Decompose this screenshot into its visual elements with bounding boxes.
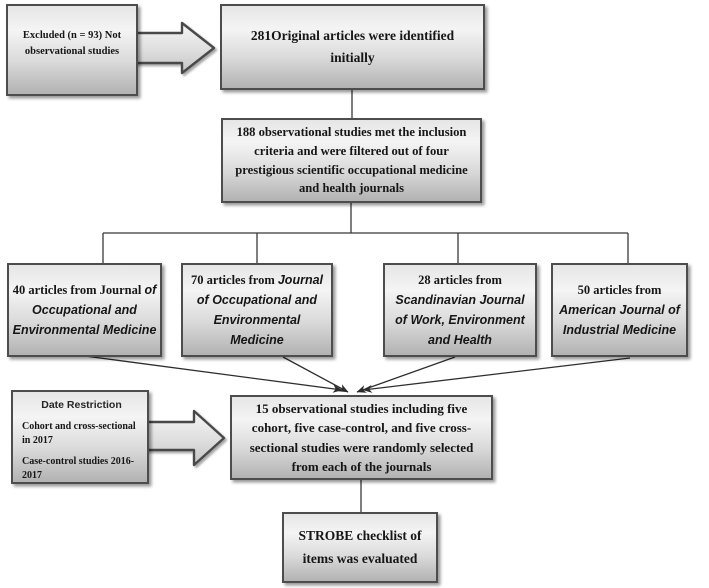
excluded-block-arrow-icon — [132, 21, 216, 75]
journal-box-joem-70: 70 articles from Journal of Occupational… — [181, 263, 333, 357]
strobe-box: STROBE checklist of items was evaluated — [282, 512, 438, 583]
journal-name-text: of Occupational and Environmental Medici… — [12, 282, 157, 338]
identified-text: 281Original articles were identified ini… — [250, 28, 455, 65]
journal-name-text: Scandinavian Journal of Work, Environmen… — [395, 292, 525, 348]
journal-name-text: American Journal of Industrial Medicine — [559, 302, 680, 338]
arrow-journal3-to-selected — [356, 356, 456, 393]
journal-count-text: 40 articles from Journal — [12, 282, 145, 297]
convergence-arrows — [84, 355, 631, 393]
date-restriction-title: Date Restriction — [41, 399, 122, 411]
date-restriction-line2: Case-control studies 2016-2017 — [22, 456, 135, 481]
journal-count-text: 70 articles from — [190, 272, 278, 287]
journal-box-text: 50 articles from American Journal of Ind… — [556, 280, 683, 341]
journal-box-text: 40 articles from Journal of Occupational… — [12, 280, 157, 341]
journal-name-text: Journal of Occupational and Environmenta… — [196, 272, 324, 348]
arrow-journal2-to-selected — [282, 356, 349, 393]
selected-box: 15 observational studies including five … — [230, 395, 493, 480]
filtered-box: 188 observational studies met the inclus… — [221, 118, 482, 203]
filtered-text: 188 observational studies met the inclus… — [235, 124, 468, 196]
date-restriction-block-arrow-icon — [142, 409, 226, 467]
journal-count-text: 28 articles from — [418, 272, 502, 287]
arrow-journal1-to-selected — [84, 355, 343, 393]
journal-box-text: 70 articles from Journal of Occupational… — [186, 270, 328, 351]
date-restriction-line1: Cohort and cross-sectional in 2017 — [22, 421, 136, 446]
journal-count-text: 50 articles from — [577, 282, 662, 297]
tree-connector — [102, 90, 629, 512]
journal-box-text: 28 articles from Scandinavian Journal of… — [388, 270, 532, 351]
journal-box-joem-40: 40 articles from Journal of Occupational… — [7, 263, 162, 357]
strobe-text: STROBE checklist of items was evaluated — [298, 528, 422, 566]
journal-box-sjweh-28: 28 articles from Scandinavian Journal of… — [383, 263, 537, 357]
excluded-box: Excluded (n = 93) Not observational stud… — [6, 4, 138, 96]
journal-box-ajim-50: 50 articles from American Journal of Ind… — [551, 263, 688, 357]
selected-text: 15 observational studies including five … — [249, 400, 474, 475]
identified-box: 281Original articles were identified ini… — [220, 4, 485, 90]
arrow-journal4-to-selected — [362, 357, 631, 393]
date-restriction-box: Date Restriction Cohort and cross-sectio… — [11, 390, 149, 484]
excluded-text: Excluded (n = 93) Not observational stud… — [22, 29, 122, 57]
